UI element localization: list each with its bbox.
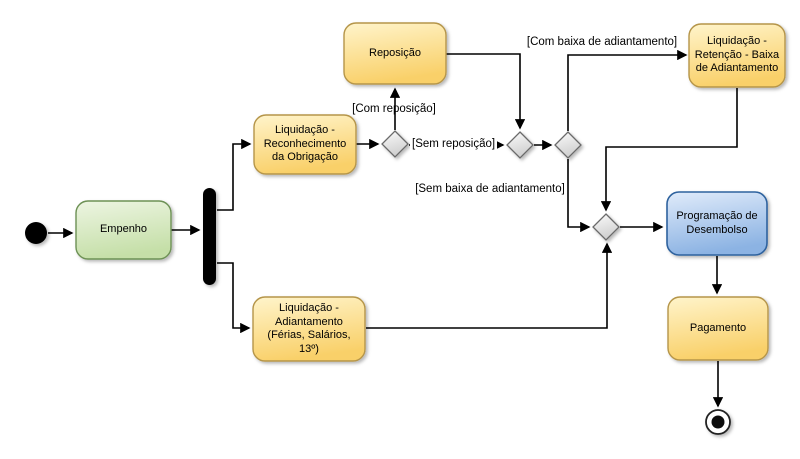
edge-decision2-to-retencao: [567, 49, 688, 131]
end-node[interactable]: [705, 409, 731, 435]
edge-decision2-to-merge2: [567, 159, 591, 233]
node-empenho[interactable]: [75, 200, 172, 260]
node-pagamento[interactable]: [667, 296, 769, 361]
merge-reposicao[interactable]: [506, 131, 534, 159]
edge-layer: [48, 49, 738, 408]
decision-baixa-adiantamento[interactable]: [554, 131, 582, 159]
merge-final[interactable]: [592, 213, 620, 241]
decision-reposicao[interactable]: [381, 130, 409, 158]
node-liquidacao-reconhecimento[interactable]: [253, 114, 357, 175]
node-programacao-desembolso[interactable]: [666, 191, 768, 256]
node-liquidacao-retencao[interactable]: [688, 23, 786, 88]
fork-bar[interactable]: [203, 188, 216, 285]
edge-retencao-to-merge2: [600, 88, 738, 212]
end-node-dot: [711, 415, 725, 429]
node-reposicao[interactable]: [343, 22, 447, 85]
edge-fork-to-adiantamento: [217, 262, 251, 334]
edge-fork-to-reconhecimento: [217, 138, 252, 211]
edge-reposicao-to-merge1: [446, 53, 526, 130]
node-liquidacao-adiantamento[interactable]: [252, 296, 366, 362]
edge-adiantamento-to-merge2: [366, 242, 613, 329]
start-node[interactable]: [25, 222, 47, 244]
